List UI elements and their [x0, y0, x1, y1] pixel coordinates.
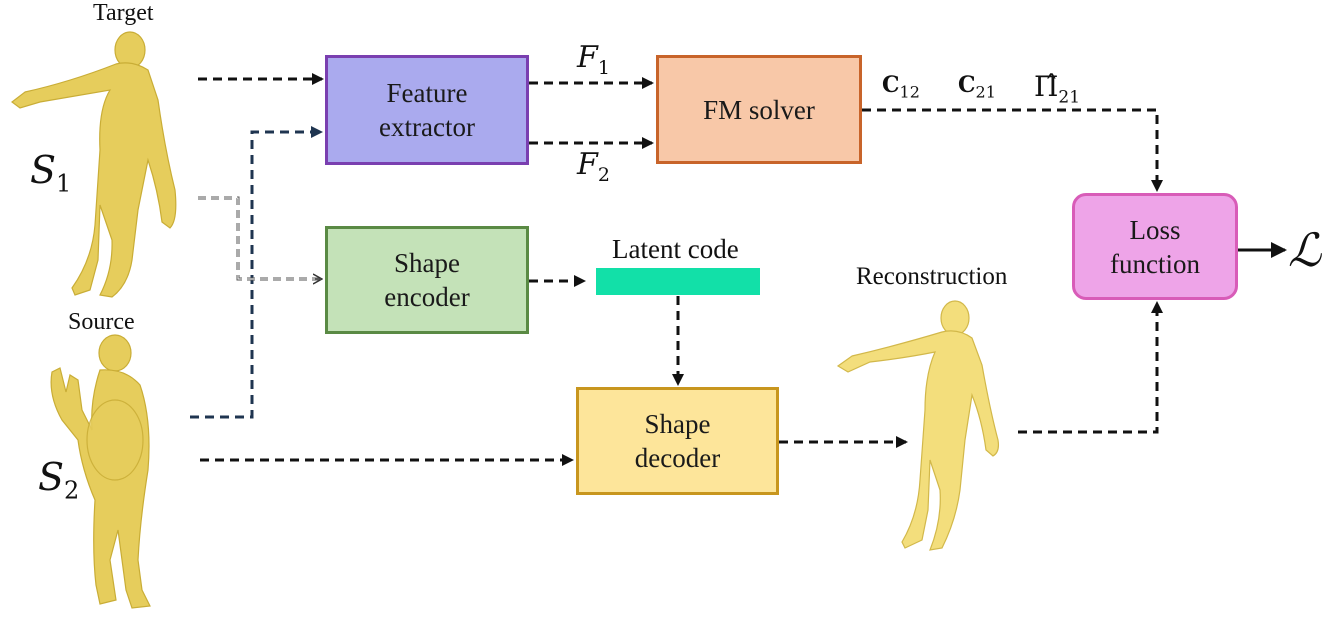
- loss-function-line1: Loss: [1129, 214, 1181, 245]
- f2-label: F2: [577, 147, 610, 186]
- shape-decoder-line1: Shape: [644, 409, 711, 439]
- s1-label: S1: [30, 148, 72, 198]
- arrow-fm-to-loss: [862, 108, 1163, 192]
- target-label: Target: [93, 0, 154, 26]
- shape-encoder-line1: Shape: [394, 248, 460, 278]
- feature-extractor-line1: Feature: [386, 78, 468, 108]
- arrow-reconstruction-to-loss: [1018, 301, 1163, 434]
- fm-solver-box: FM solver: [656, 55, 862, 164]
- arrow-s2-to-feature: [190, 126, 323, 419]
- arrow-s1-to-encoder: [198, 196, 322, 279]
- c12-label: C12: [882, 72, 920, 102]
- arrow-s1-to-encoder-inner: [198, 197, 315, 280]
- shape-encoder-line2: encoder: [384, 282, 470, 312]
- source-label: Source: [68, 309, 135, 335]
- shape-encoder-box: Shape encoder: [325, 226, 529, 334]
- loss-symbol: ℒ: [1288, 223, 1322, 277]
- feature-extractor-box: Feature extractor: [325, 55, 529, 165]
- reconstruction-mesh: [836, 300, 1000, 551]
- target-mesh-s1: [11, 31, 177, 298]
- c21-label: C21: [958, 72, 996, 102]
- s2-label: S2: [38, 455, 80, 505]
- fm-solver-label: FM solver: [703, 94, 815, 125]
- shape-decoder-box: Shape decoder: [576, 387, 779, 495]
- pi21-label: Π̂21: [1034, 70, 1081, 108]
- source-mesh-s2: [50, 334, 151, 609]
- shape-decoder-line2: decoder: [634, 443, 721, 473]
- loss-function-line2: function: [1110, 248, 1200, 279]
- latent-code-label: Latent code: [612, 234, 739, 264]
- latent-code-bar: [596, 268, 760, 295]
- feature-extractor-line2: extractor: [379, 112, 475, 142]
- f1-label: F1: [577, 40, 610, 79]
- reconstruction-label: Reconstruction: [856, 263, 1008, 290]
